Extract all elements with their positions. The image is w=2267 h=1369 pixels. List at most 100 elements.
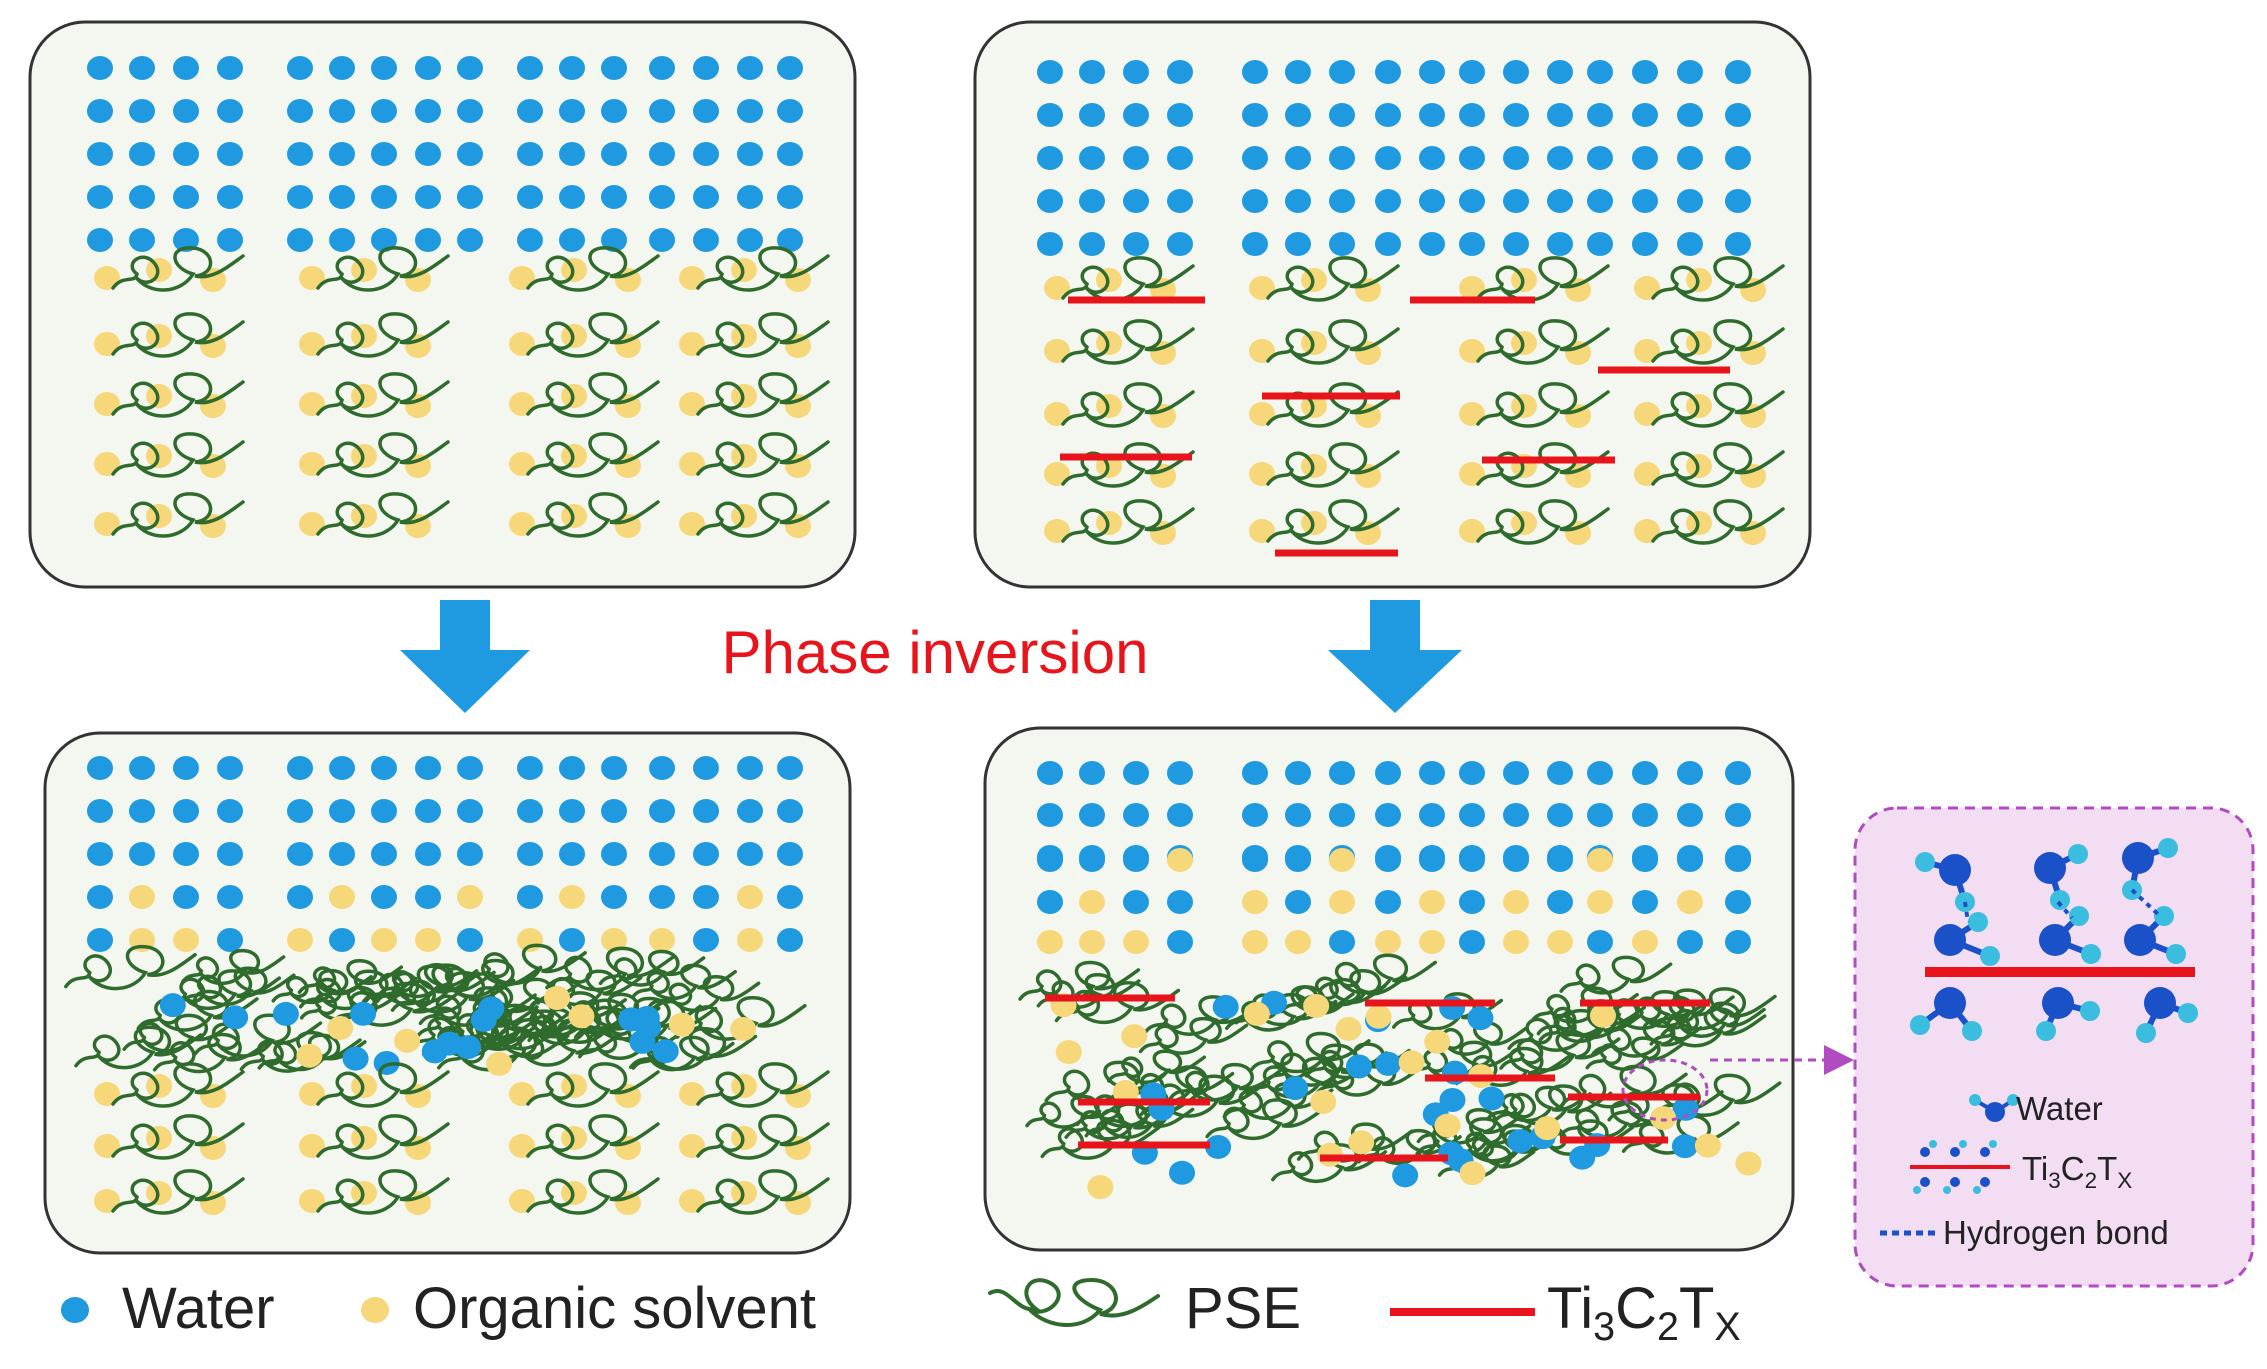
water-molecule <box>1547 803 1573 827</box>
water-molecule <box>1459 60 1485 84</box>
water-molecule <box>737 799 763 823</box>
water-molecule <box>371 142 397 166</box>
organic-solvent-molecule <box>200 334 226 358</box>
water-molecule <box>1123 890 1149 914</box>
water-molecule <box>129 756 155 780</box>
water-molecule <box>1547 890 1573 914</box>
water-molecule <box>87 228 113 252</box>
water-molecule <box>1037 189 1063 213</box>
water-molecule <box>1671 1134 1698 1159</box>
organic-solvent-molecule <box>679 452 705 476</box>
water-molecule <box>649 185 675 209</box>
water-molecule <box>1329 146 1355 170</box>
organic-solvent-molecule <box>299 332 325 356</box>
water-molecule <box>1242 803 1268 827</box>
organic-solvent-molecule <box>509 1134 535 1158</box>
water-molecule <box>601 185 627 209</box>
water-molecule <box>649 885 675 909</box>
organic-solvent-molecule <box>1044 402 1070 426</box>
water-molecule <box>87 56 113 80</box>
organic-solvent-molecule <box>1589 1003 1616 1028</box>
water-molecule <box>129 99 155 123</box>
organic-solvent-molecule <box>615 268 641 292</box>
water-molecule-icon <box>1969 1094 2019 1122</box>
water-molecule <box>457 756 483 780</box>
water-molecule <box>371 885 397 909</box>
water-molecule <box>1079 103 1105 127</box>
inset-legend-mxene: Ti3C2TX <box>1910 1140 2132 1194</box>
pse-chain <box>1651 442 1785 488</box>
water-molecule <box>1079 803 1105 827</box>
pse-chain <box>1061 442 1195 488</box>
water-molecule <box>129 842 155 866</box>
organic-solvent-molecule <box>1694 1133 1721 1158</box>
water-molecule <box>1632 232 1658 256</box>
hydrogen-atom <box>1980 946 2000 966</box>
organic-solvent-molecule <box>1459 339 1485 363</box>
water-molecule <box>1587 103 1613 127</box>
water-molecule <box>1282 1076 1309 1101</box>
svg-text:Ti3C2TX: Ti3C2TX <box>1547 1276 1741 1349</box>
water-molecule <box>415 56 441 80</box>
water-molecule <box>777 185 803 209</box>
water-molecule <box>217 842 243 866</box>
organic-solvent-molecule <box>129 885 155 909</box>
organic-solvent-molecule <box>679 1189 705 1213</box>
organic-solvent-molecule <box>299 1082 325 1106</box>
water-molecule <box>1242 189 1268 213</box>
pse-chain <box>527 998 661 1044</box>
water-molecule <box>371 842 397 866</box>
organic-solvent-molecule <box>405 1191 431 1215</box>
water-molecule <box>1285 232 1311 256</box>
pse-chain <box>330 981 462 1027</box>
water-molecule <box>329 842 355 866</box>
organic-solvent-molecule <box>1587 890 1613 914</box>
svg-text:PSE: PSE <box>1185 1276 1301 1341</box>
water-molecule <box>1587 803 1613 827</box>
water-molecule <box>737 142 763 166</box>
water-molecule <box>517 56 543 80</box>
organic-solvent-molecule <box>1740 521 1766 545</box>
pse-chain <box>1591 1019 1703 1058</box>
water-molecule <box>1242 232 1268 256</box>
pse-chain <box>111 312 245 358</box>
water-molecule <box>1167 189 1193 213</box>
oxygen-atom <box>1980 1177 1990 1187</box>
organic-solvent-molecule <box>299 512 325 536</box>
water-molecule <box>457 928 483 952</box>
oxygen-atom <box>2124 924 2156 956</box>
water-molecule <box>454 1035 481 1060</box>
organic-solvent-molecule <box>1355 278 1381 302</box>
water-molecule <box>1725 803 1751 827</box>
pse-chain <box>162 969 282 1011</box>
pse-chain <box>111 246 245 292</box>
water-molecule <box>777 799 803 823</box>
organic-solvent-molecule <box>200 454 226 478</box>
pse-chain <box>74 1025 203 1070</box>
pse-chain <box>696 1114 830 1160</box>
water-molecule <box>1725 890 1751 914</box>
hydrogen-atom <box>1959 1140 1967 1148</box>
organic-solvent-molecule <box>1424 1029 1451 1054</box>
pse-chain <box>111 432 245 478</box>
organic-solvent-molecule <box>1677 890 1703 914</box>
organic-solvent-molecule <box>615 334 641 358</box>
organic-solvent-molecule <box>1055 1040 1082 1065</box>
water-molecule <box>693 885 719 909</box>
oxygen-atom <box>2042 987 2074 1019</box>
oxygen-atom <box>2144 987 2176 1019</box>
water-molecule <box>415 756 441 780</box>
water-molecule <box>421 1039 448 1064</box>
hydrogen-bond <box>2130 888 2162 918</box>
water-molecule <box>1672 1096 1699 1121</box>
water-molecule <box>1375 189 1401 213</box>
hydrogen-atom <box>2158 838 2178 858</box>
organic-solvent-molecule <box>1243 1001 1270 1026</box>
water-molecule <box>415 228 441 252</box>
water-molecule <box>693 185 719 209</box>
organic-solvent-molecule <box>200 1084 226 1108</box>
svg-text:Ti3C2TX: Ti3C2TX <box>2022 1150 2132 1193</box>
water-molecule <box>129 799 155 823</box>
water-molecule <box>87 885 113 909</box>
water-molecule <box>1547 848 1573 872</box>
